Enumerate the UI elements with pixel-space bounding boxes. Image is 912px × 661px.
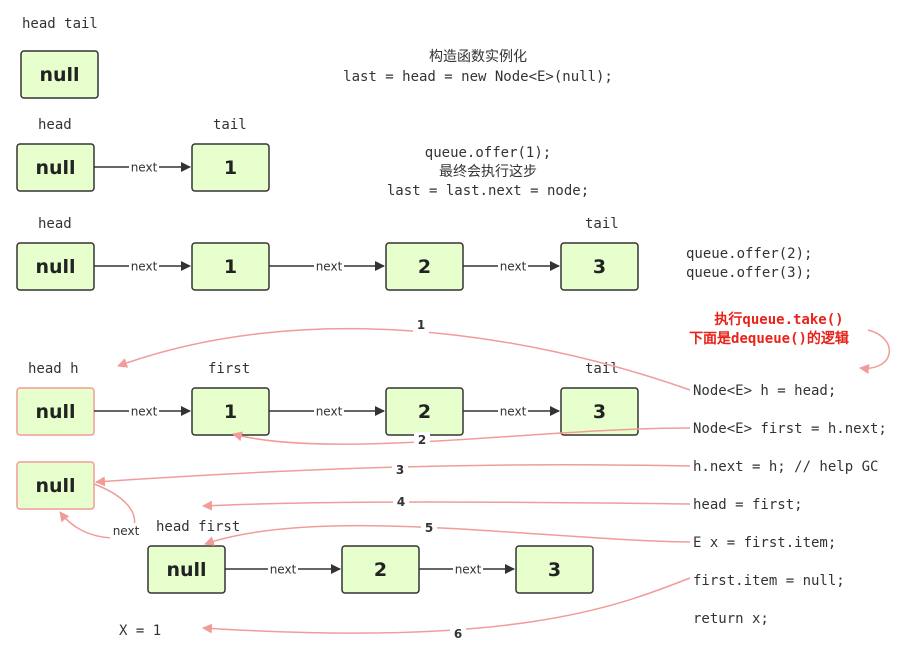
offer1-assign-code: last = last.next = node; — [387, 183, 589, 199]
result-x: X = 1 — [119, 623, 161, 639]
s5-node-3-label: 3 — [548, 559, 561, 581]
offer1-caption: 最终会执行这步 — [439, 163, 537, 180]
s4-next-label-3: next — [500, 405, 527, 419]
self-loop-next-label: next — [113, 524, 140, 538]
head-label-3: head — [38, 216, 72, 232]
init-null-node — [20, 50, 99, 99]
code-line-1: Node<E> h = head; — [693, 383, 836, 399]
code-line-6: first.item = null; — [693, 573, 845, 589]
step-5-arrow — [204, 524, 691, 546]
dequeue-title: 下面是dequeue()的逻辑 — [689, 330, 849, 347]
s5-node-2-label: 2 — [374, 559, 387, 581]
step-4-arrow — [202, 500, 691, 511]
init-null-node-label: null — [39, 64, 79, 86]
head-h-label: head h — [28, 361, 79, 377]
step-6-arrow — [202, 577, 691, 634]
step-5-label: 5 — [425, 521, 433, 535]
code-line-3: h.next = h; // help GC — [693, 459, 878, 475]
take-title: 执行queue.take() — [714, 311, 843, 328]
step-3-arrow — [95, 464, 691, 487]
s2-node-1-label: 1 — [224, 157, 237, 179]
s4-node-3-label: 3 — [593, 401, 606, 423]
step-2-label: 2 — [418, 433, 426, 447]
s5-next-label-1: next — [270, 563, 297, 577]
s2-next-label: next — [131, 161, 158, 175]
s3-node-3-label: 3 — [593, 256, 606, 278]
head-tail-label-1: head tail — [22, 16, 98, 32]
s4-next-label-1: next — [131, 405, 158, 419]
offer2-code: queue.offer(2); — [686, 246, 812, 262]
s5-node-3 — [515, 545, 594, 594]
s4-node-2-label: 2 — [418, 401, 431, 423]
s4-null-node-label: null — [35, 401, 75, 423]
constructor-caption: 构造函数实例化 — [429, 49, 527, 65]
s4-node-3 — [560, 387, 639, 436]
s3-null-node-label: null — [35, 256, 75, 278]
s5-next-label-2: next — [455, 563, 482, 577]
constructor-code: last = head = new Node<E>(null); — [343, 69, 613, 85]
step-4-label: 4 — [397, 495, 405, 509]
s3-node-2-label: 2 — [418, 256, 431, 278]
title-curl-arrow — [859, 329, 891, 374]
offer3-code: queue.offer(3); — [686, 265, 812, 281]
code-line-7: return x; — [693, 611, 769, 627]
head-label-2: head — [38, 117, 72, 133]
code-line-4: head = first; — [693, 497, 803, 513]
detached-null-node-label: null — [35, 475, 75, 497]
step-1-arrow — [117, 327, 691, 391]
step-3-label: 3 — [396, 463, 404, 477]
code-line-5: E x = first.item; — [693, 535, 836, 551]
s2-null-node-label: null — [35, 157, 75, 179]
tail-label-2: tail — [213, 117, 247, 133]
s3-next-label-3: next — [500, 260, 527, 274]
step-6-label: 6 — [454, 627, 462, 641]
head-first-label: head first — [156, 519, 240, 535]
detached-null-node — [16, 461, 95, 510]
s4-node-1-label: 1 — [224, 401, 237, 423]
s3-node-1-label: 1 — [224, 256, 237, 278]
s4-next-label-2: next — [316, 405, 343, 419]
s3-next-label-1: next — [131, 260, 158, 274]
step-2-arrow — [232, 427, 691, 445]
s3-node-3 — [560, 242, 639, 291]
step-1-label: 1 — [417, 318, 425, 332]
s5-null-node-label: null — [166, 559, 206, 581]
s3-next-label-2: next — [316, 260, 343, 274]
code-line-2: Node<E> first = h.next; — [693, 421, 887, 437]
offer1-code: queue.offer(1); — [425, 145, 551, 161]
s2-node-1 — [191, 143, 270, 192]
first-label: first — [208, 361, 250, 377]
tail-label-3: tail — [585, 216, 619, 232]
